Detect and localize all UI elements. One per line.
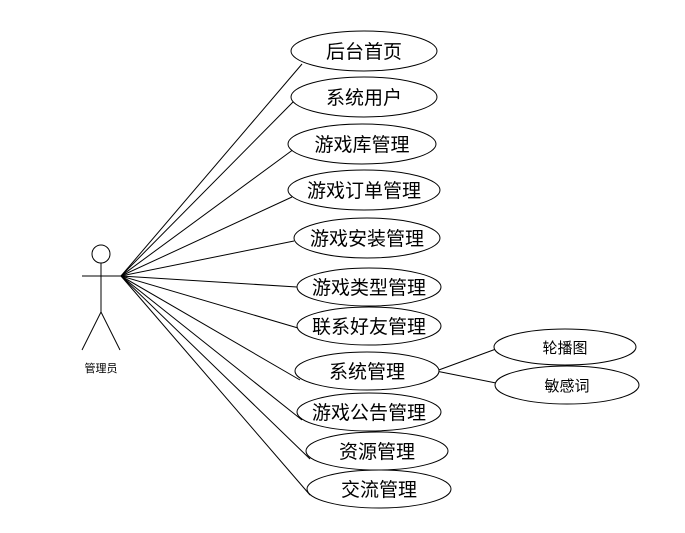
use-case-oval: [287, 123, 437, 165]
association-line-uc9: [120, 275, 303, 421]
use-case-back-office-home[interactable]: 后台首页: [290, 30, 438, 72]
use-case-friends-management[interactable]: 联系好友管理: [296, 306, 442, 346]
actor-admin: 管理员: [81, 244, 121, 375]
use-case-game-install-management[interactable]: 游戏安装管理: [293, 217, 441, 259]
use-case-oval: [296, 306, 442, 346]
use-case-oval: [294, 351, 440, 391]
use-case-oval: [493, 328, 637, 366]
use-case-label: 资源管理: [339, 441, 415, 463]
actor-label: 管理员: [85, 361, 118, 375]
use-case-game-type-management[interactable]: 游戏类型管理: [296, 267, 442, 307]
association-line-uc6: [120, 275, 298, 288]
sub-use-case-carousel[interactable]: 轮播图: [493, 328, 637, 366]
use-case-oval: [293, 217, 441, 259]
association-line-uc8: [120, 275, 301, 381]
actor-right-leg: [100, 311, 121, 351]
use-case-label: 系统管理: [329, 361, 405, 383]
association-line-uc11: [120, 275, 311, 496]
use-case-communication-management[interactable]: 交流管理: [306, 469, 452, 509]
association-line-uc7: [120, 275, 299, 329]
association-lines: [120, 63, 497, 496]
use-case-label: 游戏公告管理: [312, 402, 426, 424]
association-line-sub1: [435, 348, 497, 372]
association-line-uc10: [120, 275, 311, 460]
association-line-uc1: [120, 63, 303, 277]
use-case-label: 系统用户: [326, 87, 402, 109]
use-case-game-library-management[interactable]: 游戏库管理: [287, 123, 437, 165]
use-case-label: 游戏类型管理: [312, 277, 426, 299]
use-case-label: 交流管理: [341, 479, 417, 501]
use-case-system-management[interactable]: 系统管理: [294, 351, 440, 391]
use-case-resource-management[interactable]: 资源管理: [305, 431, 449, 471]
sub-use-case-sensitive-words[interactable]: 敏感词: [494, 365, 640, 405]
use-case-label: 联系好友管理: [312, 316, 426, 338]
use-case-oval: [287, 169, 441, 211]
use-case-oval: [494, 365, 640, 405]
use-case-game-order-management[interactable]: 游戏订单管理: [287, 169, 441, 211]
use-case-game-announcement-management[interactable]: 游戏公告管理: [296, 392, 442, 432]
association-line-uc5: [120, 240, 295, 277]
use-case-label: 游戏订单管理: [307, 180, 421, 202]
use-case-system-users[interactable]: 系统用户: [290, 76, 438, 118]
use-case-label: 游戏库管理: [314, 134, 409, 156]
actor-left-leg: [81, 311, 102, 351]
use-case-oval: [296, 392, 442, 432]
use-case-label: 后台首页: [326, 41, 402, 63]
use-case-label: 敏感词: [544, 377, 589, 395]
use-case-oval: [306, 469, 452, 509]
association-line-sub2: [435, 370, 497, 384]
use-case-oval: [296, 267, 442, 307]
association-line-uc4: [120, 196, 293, 277]
use-case-label: 轮播图: [542, 339, 587, 357]
association-line-uc2: [120, 100, 295, 277]
use-case-oval: [290, 30, 438, 72]
use-case-label: 游戏安装管理: [310, 228, 424, 250]
association-line-uc3: [120, 148, 295, 277]
actor-head: [91, 244, 111, 264]
use-case-oval: [290, 76, 438, 118]
